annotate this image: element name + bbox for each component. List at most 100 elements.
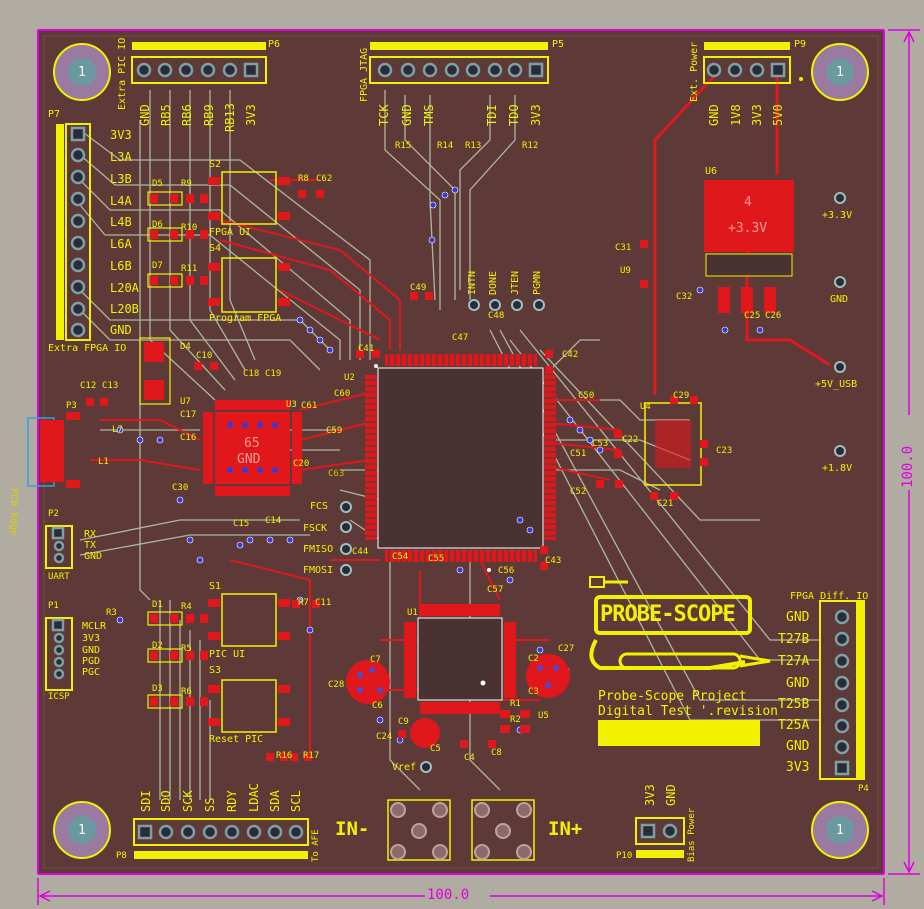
ref-d5: D5: [152, 179, 163, 189]
tp-fmosi: FMOSI: [303, 565, 334, 576]
p1-title: ICSP: [48, 692, 70, 702]
ref-r10: R10: [181, 223, 198, 233]
ref-c60: C60: [334, 389, 351, 399]
s1-ref: S1: [209, 581, 222, 592]
ref-c62: C62: [316, 174, 333, 184]
ref-c17: C17: [180, 410, 197, 420]
ref-c42: C42: [562, 350, 579, 360]
ref-c31: C31: [615, 243, 632, 253]
p5-ref: P5: [552, 39, 565, 50]
ref-r5: R5: [181, 644, 192, 654]
ref-c63: C63: [328, 469, 345, 479]
s2-ref: S2: [209, 159, 222, 170]
p7-pin-6: L6A: [110, 237, 132, 251]
p6-ref: P6: [268, 39, 281, 50]
u6-pad: 4: [744, 195, 752, 210]
width-dimension: 100.0: [427, 887, 470, 903]
ref-c2: C2: [528, 654, 539, 664]
ref-r3: R3: [106, 608, 117, 618]
s4-ref: S4: [209, 243, 222, 254]
s3-ref: S3: [209, 665, 222, 676]
ref-c52: C52: [570, 487, 587, 497]
p4-pin-4: GND: [786, 676, 810, 691]
p4-title: FPGA Diff. IO: [790, 591, 869, 602]
ref-d2: D2: [152, 641, 163, 651]
p7-title: Extra FPGA IO: [48, 343, 127, 354]
fpga-u2-body: [377, 367, 544, 549]
p8-title: To AFE: [311, 829, 321, 862]
ref-c14: C14: [265, 516, 282, 526]
ref-d1: D1: [152, 600, 163, 610]
ref-c26: C26: [765, 311, 782, 321]
ref-c32: C32: [676, 292, 693, 302]
ref-r6: R6: [181, 687, 192, 697]
logo-text: PROBE-SCOPE: [600, 602, 736, 627]
p5-pin-1: TCK: [377, 104, 391, 126]
ref-r8: R8: [298, 174, 309, 184]
s1-label: PIC UI: [209, 649, 246, 660]
probe-scope-logo: [589, 576, 771, 746]
ref-c11: C11: [315, 598, 332, 608]
p6-pin-5: RB13: [223, 103, 237, 132]
adc-u1-body: [417, 617, 503, 701]
ref-c23: C23: [716, 446, 733, 456]
ref-c41: C41: [358, 344, 375, 354]
in-minus-label: IN-: [335, 818, 370, 840]
ref-r4: R4: [181, 602, 192, 612]
ref-c43: C43: [545, 556, 562, 566]
p1-pin-4: PGD: [82, 656, 101, 667]
switch-footprints: [221, 171, 277, 733]
cap-pads: [86, 190, 708, 761]
tp-done: DONE: [488, 270, 499, 295]
pin1-square-pads: [51, 62, 850, 840]
p8-pin-6: LDAC: [247, 783, 261, 812]
height-dimension: 100.0: [900, 445, 916, 488]
tp-intn: INTN: [467, 270, 478, 295]
ref-c29: C29: [673, 391, 690, 401]
ref-c22: C22: [622, 435, 639, 445]
project-line-2: Digital Test '.revision: [598, 704, 779, 719]
tp-vref: Vref: [392, 762, 417, 773]
tp-3v3-label: +3.3V: [822, 210, 853, 221]
p9-pin-4: 5V0: [771, 104, 785, 126]
u6-ref: U6: [705, 166, 718, 177]
jtag-res-r12: R12: [522, 141, 539, 151]
p9-pin-2: 1V8: [729, 104, 743, 126]
p7-pin-2: L3A: [110, 150, 132, 164]
p6-title: Extra PIC IO: [117, 37, 128, 110]
p2-pin-1: RX: [84, 529, 97, 540]
p1-pin-1: MCLR: [82, 621, 107, 632]
mount-hole-label-br: 1: [836, 823, 844, 838]
ref-r1: R1: [510, 699, 521, 709]
ref-d6: D6: [152, 220, 163, 230]
ref-c16: C16: [180, 433, 197, 443]
ref-c27: C27: [558, 644, 575, 654]
p7-ref: P7: [48, 109, 61, 120]
p4-pin-7: GND: [786, 739, 810, 754]
p6-pin-3: RB6: [180, 104, 194, 126]
p7-pin-5: L4B: [110, 215, 132, 229]
ref-c61: C61: [301, 401, 318, 411]
mounting-holes: [53, 43, 869, 859]
dimension-width: [37, 878, 885, 905]
dimension-height: [888, 29, 920, 875]
p6-pin-1: GND: [138, 104, 152, 126]
p9-pin-1: GND: [707, 104, 721, 126]
s3-label: Reset PIC: [209, 734, 264, 745]
p7-pin-3: L3B: [110, 172, 132, 186]
ref-c28: C28: [328, 680, 345, 690]
decoupling-clusters: [346, 654, 570, 748]
tp-pgmn: PGMN: [532, 270, 543, 295]
ref-c54: C54: [392, 552, 409, 562]
ref-c5: C5: [430, 744, 441, 754]
ref-c9: C9: [398, 717, 409, 727]
p7-pin-7: L6B: [110, 259, 132, 273]
p1-pin-2: 3V3: [82, 633, 101, 644]
tp-fcs: FCS: [310, 501, 329, 512]
p8-pin-7: SDA: [268, 790, 282, 812]
ref-c49: C49: [410, 283, 427, 293]
ref-c4: C4: [464, 753, 475, 763]
ref-d3: D3: [152, 684, 163, 694]
